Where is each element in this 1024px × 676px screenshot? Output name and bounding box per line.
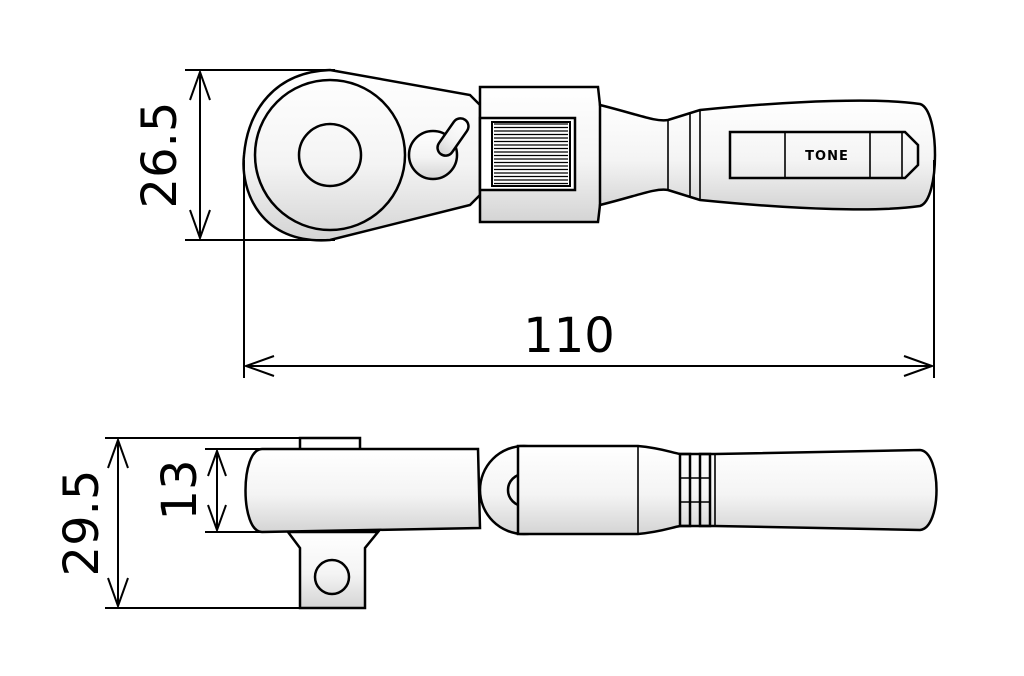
- dimension-overall-length: 110: [243, 160, 935, 378]
- head-height-label: 26.5: [132, 102, 188, 209]
- head-outer-ring: [253, 78, 407, 232]
- brand-label: TONE: [805, 149, 849, 164]
- side-view: [244, 436, 938, 610]
- dimension-head-height: 26.5: [132, 69, 335, 241]
- hinge-knurling: [491, 121, 571, 187]
- drive-socket: [297, 122, 363, 188]
- knurl-frame: [491, 121, 571, 187]
- hinge-window: [478, 116, 577, 192]
- dimension-head-thickness: 13: [152, 448, 262, 533]
- side-head: [244, 447, 482, 534]
- dimension-side-height: 29.5: [54, 437, 300, 609]
- handle: [598, 99, 937, 211]
- direction-lever: [407, 117, 470, 181]
- square-drive: [285, 530, 381, 610]
- head-thickness-label: 13: [152, 459, 208, 520]
- top-view: TONE: [242, 68, 937, 242]
- side-handle: [516, 444, 938, 536]
- handle-grip-plate: [728, 130, 920, 180]
- side-height-label: 29.5: [54, 470, 110, 577]
- overall-length-label: 110: [523, 308, 615, 364]
